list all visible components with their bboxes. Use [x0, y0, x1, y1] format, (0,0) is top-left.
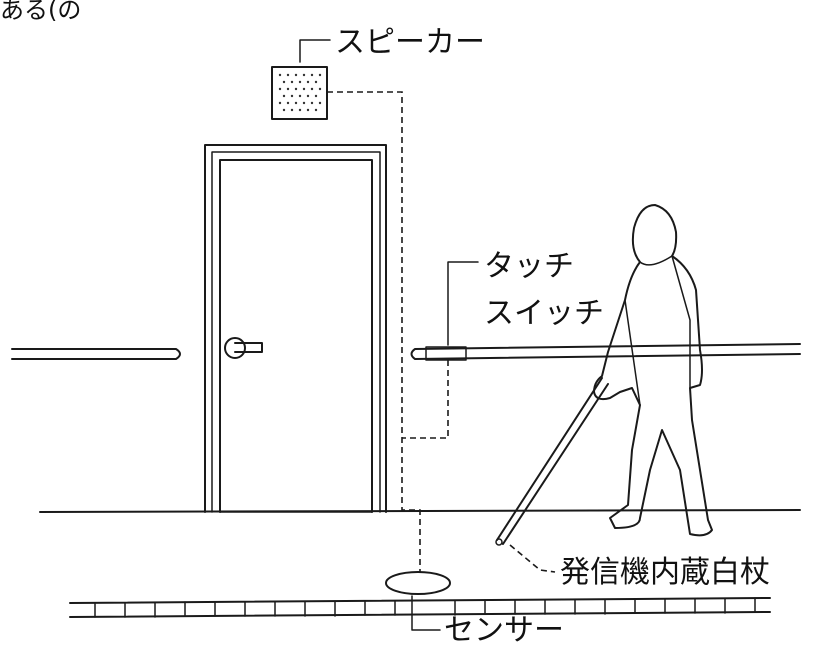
corner-text: ある(の [0, 0, 81, 24]
floor-line [39, 509, 801, 513]
handrail-left [11, 348, 181, 360]
sensor-label: センサー [444, 613, 564, 648]
white-cane-leader [509, 544, 556, 573]
white-cane-icon [495, 377, 609, 546]
touch-switch-label-line2: スイッチ [484, 296, 604, 331]
speaker-label: スピーカー [335, 25, 485, 60]
door [204, 144, 387, 513]
handrail-right [410, 343, 801, 360]
touch-switch-leader [447, 261, 479, 346]
person-figure [593, 204, 713, 537]
door-handle-icon [224, 337, 263, 359]
speaker-icon [271, 66, 328, 120]
tactile-floor-strip [69, 597, 771, 618]
speaker-wiring [327, 91, 421, 572]
sensor-icon [385, 571, 451, 595]
touch-switch-label-line1: タッチ [484, 249, 574, 284]
touch-switch-icon [425, 346, 467, 361]
switch-wiring [402, 360, 449, 439]
speaker-leader [299, 39, 331, 63]
sensor-leader [411, 595, 441, 631]
white-cane-label: 発信機内蔵白杖 [560, 555, 770, 590]
